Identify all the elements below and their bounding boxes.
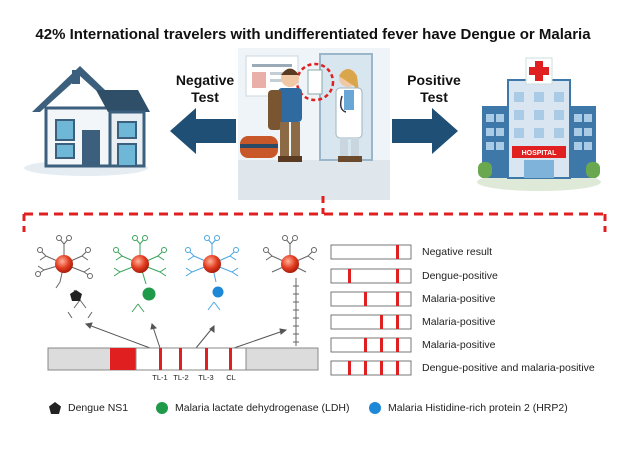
result-strip-negative — [330, 244, 412, 260]
house-icon — [18, 50, 154, 178]
detection-window — [135, 347, 247, 371]
gold-nanoparticle-2 — [131, 255, 149, 273]
test-line-1 — [159, 348, 162, 370]
positive-test-label: Positive Test — [394, 72, 474, 106]
negative-label-line1: Negative — [175, 72, 235, 88]
hrp2-antibody-complex — [185, 235, 239, 311]
hospital-icon: HOSPITAL — [474, 52, 604, 192]
legend-hrp2-icon — [369, 402, 381, 414]
result-strips — [330, 244, 412, 376]
ldh-antibody-complex — [113, 235, 167, 313]
tl1-label: TL-1 — [152, 373, 167, 382]
legend-hrp2-label: Malaria Histidine-rich protein 2 (HRP2) — [388, 402, 568, 414]
negative-arrow-icon — [170, 108, 236, 154]
ldh-antigen-icon — [142, 287, 156, 301]
hrp2-antigen-icon — [212, 286, 224, 298]
test-line-3 — [205, 348, 208, 370]
control-antibody-complex — [263, 235, 317, 346]
result-strip-malaria-3 — [330, 337, 412, 353]
gold-nanoparticle-3 — [203, 255, 221, 273]
gold-nanoparticle-1 — [55, 255, 73, 273]
result-strip-malaria-2 — [330, 314, 412, 330]
test-line-2 — [179, 348, 182, 370]
negative-test-label: Negative Test — [166, 72, 244, 106]
result-label-dengue-malaria: Dengue-positive and malaria-positive — [422, 362, 595, 374]
result-label-malaria-3: Malaria-positive — [422, 339, 496, 351]
result-strip-dengue-malaria — [330, 360, 412, 376]
lateral-flow-diagram: TL-1 TL-2 TL-3 CL — [35, 235, 319, 382]
result-label-dengue: Dengue-positive — [422, 270, 498, 282]
result-label-negative: Negative result — [422, 246, 493, 258]
legend-ns1-icon — [49, 402, 61, 414]
control-line — [229, 348, 232, 370]
legend-ldh-icon — [156, 402, 168, 414]
zoom-dashed-connector — [22, 196, 607, 232]
result-label-malaria-1: Malaria-positive — [422, 293, 496, 305]
ns1-antibody-complex — [35, 235, 93, 319]
legend-ldh-label: Malaria lactate dehydrogenase (LDH) — [175, 402, 350, 414]
dengue-ns1-antigen-icon — [70, 290, 82, 301]
result-strip-malaria-1 — [330, 291, 412, 307]
legend-ns1-label: Dengue NS1 — [68, 402, 129, 414]
positive-arrow-icon — [392, 108, 458, 154]
clinic-scene-illustration — [238, 48, 390, 200]
negative-label-line2: Test — [191, 89, 219, 105]
page-title: 42% International travelers with undiffe… — [35, 26, 591, 43]
positive-label-line1: Positive — [407, 72, 461, 88]
positive-label-line2: Test — [420, 89, 448, 105]
conjugate-pad — [110, 348, 136, 370]
cl-label: CL — [226, 373, 236, 382]
pointer-lines — [84, 322, 288, 349]
hospital-sign-text: HOSPITAL — [522, 150, 558, 157]
tl3-label: TL-3 — [198, 373, 213, 382]
gold-nanoparticle-4 — [281, 255, 299, 273]
result-strip-dengue — [330, 268, 412, 284]
tl2-label: TL-2 — [173, 373, 188, 382]
result-label-malaria-2: Malaria-positive — [422, 316, 496, 328]
